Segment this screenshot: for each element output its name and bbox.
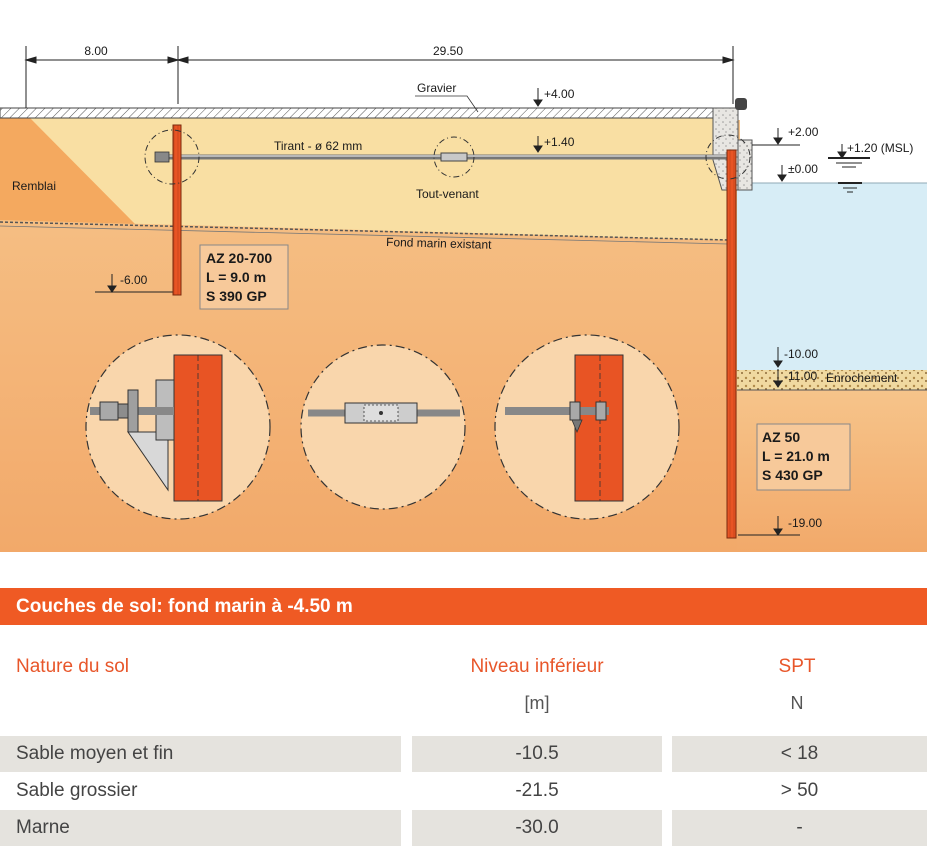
col-header-spt: SPT bbox=[778, 656, 816, 677]
level-enrochement-base: -11.00 bbox=[784, 369, 817, 383]
water-above-msl bbox=[737, 150, 927, 183]
dimension-lines bbox=[24, 46, 735, 108]
label-tout-venant: Tout-venant bbox=[416, 187, 479, 201]
main-wall-label-2: L = 21.0 m bbox=[762, 448, 830, 464]
soil-table-title: Couches de sol: fond marin à -4.50 m bbox=[0, 588, 927, 625]
label-gravier: Gravier bbox=[417, 81, 456, 95]
anchor-wall-label-3: S 390 GP bbox=[206, 288, 267, 304]
anchor-wall-label-2: L = 9.0 m bbox=[206, 269, 266, 285]
label-fond-marin: Fond marin existant bbox=[386, 235, 492, 252]
label-remblai: Remblai bbox=[12, 179, 56, 193]
detail-anchor-connection bbox=[85, 334, 271, 520]
quay-wall-cross-section: 8.00 29.50 Gravier +4.00 +1.40 +2.00 +1.… bbox=[0, 44, 927, 552]
col-header-nature: Nature du sol bbox=[16, 656, 130, 677]
backfill-tout-venant bbox=[0, 118, 728, 240]
detail-marker-anchor bbox=[144, 129, 200, 185]
level-zero: ±0.00 bbox=[788, 162, 818, 176]
level-anchor-toe: -6.00 bbox=[120, 273, 148, 287]
level-marks bbox=[95, 88, 870, 536]
main-wall-label-box bbox=[756, 423, 851, 491]
level-msl: +1.20 (MSL) bbox=[847, 141, 913, 155]
col-header-niveau: Niveau inférieur bbox=[470, 656, 604, 677]
row-2-niveau: -21.5 bbox=[515, 780, 559, 801]
detail-wall-connection bbox=[494, 334, 680, 520]
row-1-nature: Sable moyen et fin bbox=[0, 736, 401, 772]
level-seabed-dredged: -10.00 bbox=[784, 347, 818, 361]
row-1-spt: < 18 bbox=[672, 736, 927, 772]
row-3-nature: Marne bbox=[0, 810, 401, 846]
water bbox=[737, 183, 927, 370]
anchor-wall-label-box bbox=[199, 244, 289, 310]
level-top: +4.00 bbox=[544, 87, 575, 101]
main-wall-label-3: S 430 GP bbox=[762, 467, 823, 483]
label-tirant: Tirant - ø 62 mm bbox=[274, 139, 362, 153]
anchor-wall-label-1: AZ 20-700 bbox=[206, 250, 272, 266]
row-3-niveau: -30.0 bbox=[412, 810, 662, 846]
gravel-surface bbox=[0, 107, 729, 119]
level-tie: +1.40 bbox=[544, 135, 575, 149]
detail-marker-wall bbox=[705, 134, 751, 180]
existing-seabed-line bbox=[0, 221, 729, 241]
main-sheet-pile bbox=[726, 149, 737, 539]
enrochement-layer bbox=[737, 370, 927, 390]
row-1-niveau: -10.5 bbox=[412, 736, 662, 772]
row-3-spt: - bbox=[672, 810, 927, 846]
turnbuckle bbox=[440, 152, 468, 162]
anchor-sheet-pile bbox=[172, 124, 182, 296]
row-2-nature: Sable grossier bbox=[16, 780, 138, 801]
detail-marker-turnbuckle bbox=[433, 136, 475, 178]
main-wall-label-1: AZ 50 bbox=[762, 429, 800, 445]
level-cap: +2.00 bbox=[788, 125, 819, 139]
detail-turnbuckle bbox=[300, 344, 466, 510]
label-enrochement: Enrochement bbox=[826, 371, 898, 385]
unit-niveau: [m] bbox=[524, 693, 550, 713]
dim-left-span: 8.00 bbox=[84, 44, 108, 58]
unit-spt: N bbox=[790, 693, 804, 713]
level-main-toe: -19.00 bbox=[788, 516, 822, 530]
remblai-wedge bbox=[0, 118, 135, 224]
row-2-spt: > 50 bbox=[780, 780, 819, 801]
capping-beam bbox=[712, 107, 753, 191]
dim-right-span: 29.50 bbox=[433, 44, 463, 58]
